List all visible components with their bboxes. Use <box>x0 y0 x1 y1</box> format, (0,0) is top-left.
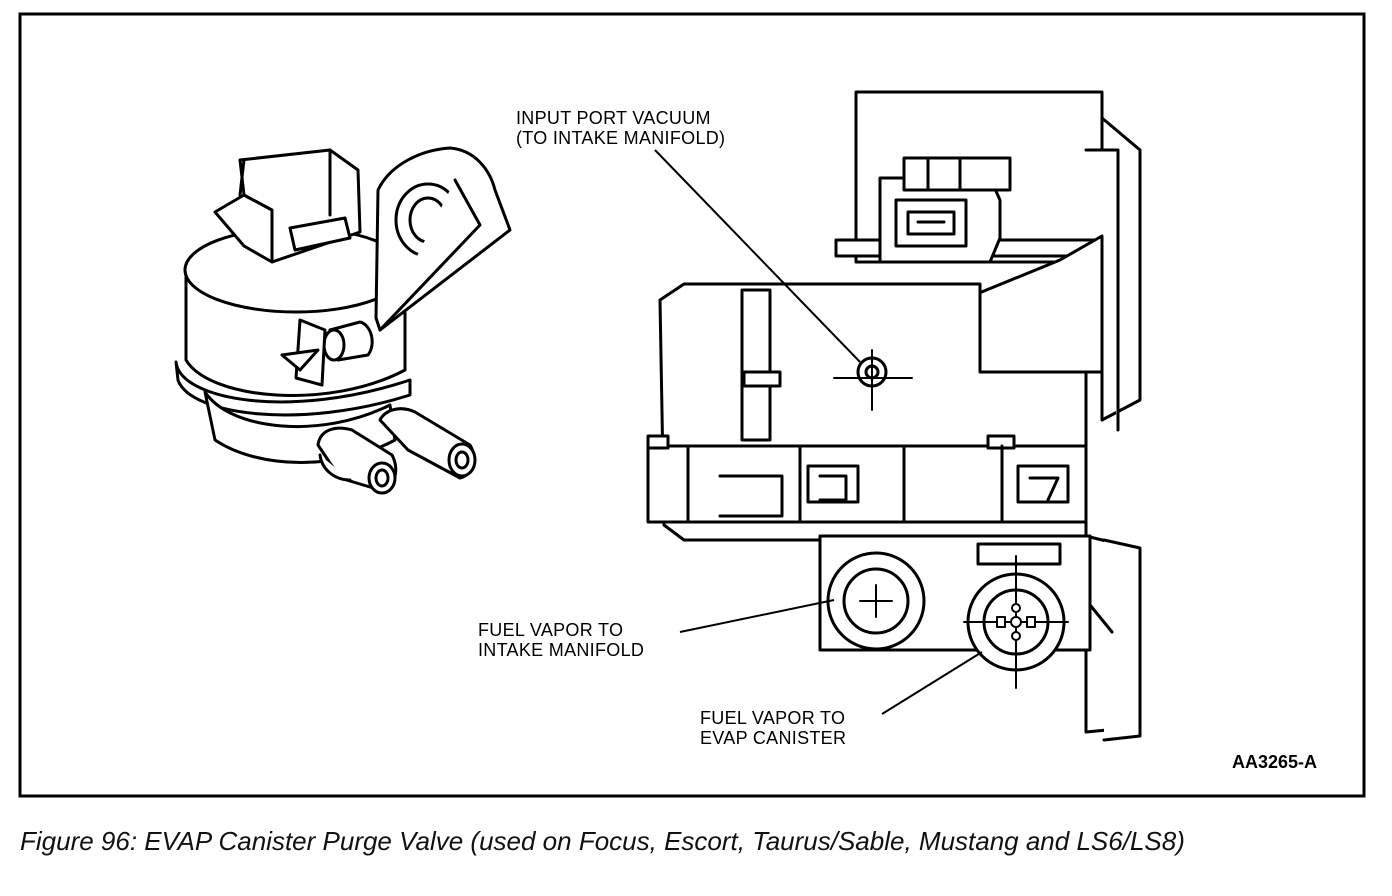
leader-lines <box>654 149 983 715</box>
label-input-port: INPUT PORT VACUUM (TO INTAKE MANIFOLD) <box>516 108 725 148</box>
label-input-port-line2: (TO INTAKE MANIFOLD) <box>516 128 726 148</box>
label-input-port-line1: INPUT PORT VACUUM <box>516 108 711 128</box>
label-fuel-vapor-intake-line1: FUEL VAPOR TO <box>478 620 624 640</box>
leader-input-port <box>654 149 861 363</box>
label-fuel-vapor-evap: FUEL VAPOR TO EVAP CANISTER <box>700 708 846 748</box>
label-fuel-vapor-evap-line2: EVAP CANISTER <box>700 728 847 748</box>
reference-code: AA3265-A <box>1232 752 1318 772</box>
label-fuel-vapor-intake-line2: INTAKE MANIFOLD <box>478 640 645 660</box>
figure-frame <box>18 12 1366 798</box>
leader-fuel-evap <box>881 651 983 715</box>
purge-valve-front-view <box>646 90 1142 742</box>
label-fuel-vapor-intake: FUEL VAPOR TO INTAKE MANIFOLD <box>478 620 644 660</box>
figure-caption: Figure 96: EVAP Canister Purge Valve (us… <box>20 826 1185 856</box>
label-fuel-vapor-evap-line1: FUEL VAPOR TO <box>700 708 846 728</box>
leader-fuel-intake <box>679 599 835 633</box>
purge-valve-perspective <box>174 146 512 495</box>
